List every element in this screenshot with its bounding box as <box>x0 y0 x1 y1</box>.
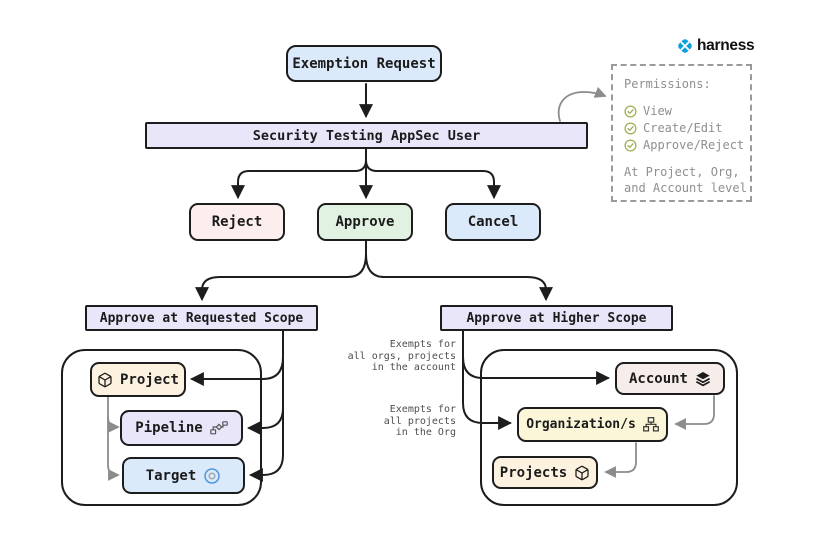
permissions-title: Permissions: <box>624 77 711 91</box>
node-cancel: Cancel <box>445 203 541 241</box>
permission-label: View <box>643 104 672 118</box>
node-organizations: Organization/s <box>517 407 668 442</box>
layers-icon <box>695 371 711 387</box>
org-chart-icon <box>642 417 659 432</box>
harness-logo: harness <box>676 37 755 55</box>
node-label: Security Testing AppSec User <box>252 127 481 144</box>
node-target: Target <box>122 457 245 494</box>
node-label: Account <box>628 370 688 387</box>
header-label: Approve at Requested Scope <box>99 310 304 326</box>
pipeline-icon <box>209 421 228 435</box>
annotation-org-exemption: Exempts for all projects in the Org <box>383 404 456 438</box>
node-exemption-request: Exemption Request <box>286 45 442 82</box>
header-label: Approve at Higher Scope <box>466 310 647 326</box>
node-label: Organization/s <box>526 417 636 432</box>
permission-item-view: View <box>624 103 750 120</box>
cube-icon <box>574 465 590 481</box>
cube-icon <box>97 372 113 388</box>
check-circle-icon <box>624 139 637 152</box>
node-approve: Approve <box>317 203 413 241</box>
node-label: Reject <box>211 214 263 230</box>
permission-label: Approve/Reject <box>643 138 745 152</box>
target-icon <box>203 467 221 485</box>
permission-item-approve-reject: Approve/Reject <box>624 137 750 154</box>
node-label: Projects <box>499 464 568 481</box>
annotation-account-exemption: Exempts for all orgs, projects in the ac… <box>347 339 456 373</box>
node-projects: Projects <box>492 456 598 489</box>
permissions-panel: Permissions: View Create/Edit Approve/Re… <box>611 64 752 202</box>
node-label: Project <box>119 371 179 388</box>
harness-x-icon <box>676 37 694 55</box>
permissions-scope-note: At Project, Org, and Account level <box>624 165 747 195</box>
node-label: Exemption Request <box>292 55 436 72</box>
check-circle-icon <box>624 105 637 118</box>
permission-item-create-edit: Create/Edit <box>624 120 750 137</box>
node-reject: Reject <box>189 203 285 241</box>
node-label: Cancel <box>467 214 519 230</box>
node-account: Account <box>615 362 725 395</box>
check-circle-icon <box>624 122 637 135</box>
permission-label: Create/Edit <box>643 121 723 135</box>
node-appsec-user: Security Testing AppSec User <box>145 122 588 149</box>
node-label: Target <box>145 467 197 484</box>
node-project: Project <box>90 362 186 397</box>
node-label: Pipeline <box>135 420 203 436</box>
node-pipeline: Pipeline <box>120 410 243 446</box>
header-approve-requested-scope: Approve at Requested Scope <box>85 305 318 331</box>
node-label: Approve <box>335 214 395 230</box>
header-approve-higher-scope: Approve at Higher Scope <box>440 305 673 331</box>
harness-wordmark: harness <box>697 37 755 54</box>
